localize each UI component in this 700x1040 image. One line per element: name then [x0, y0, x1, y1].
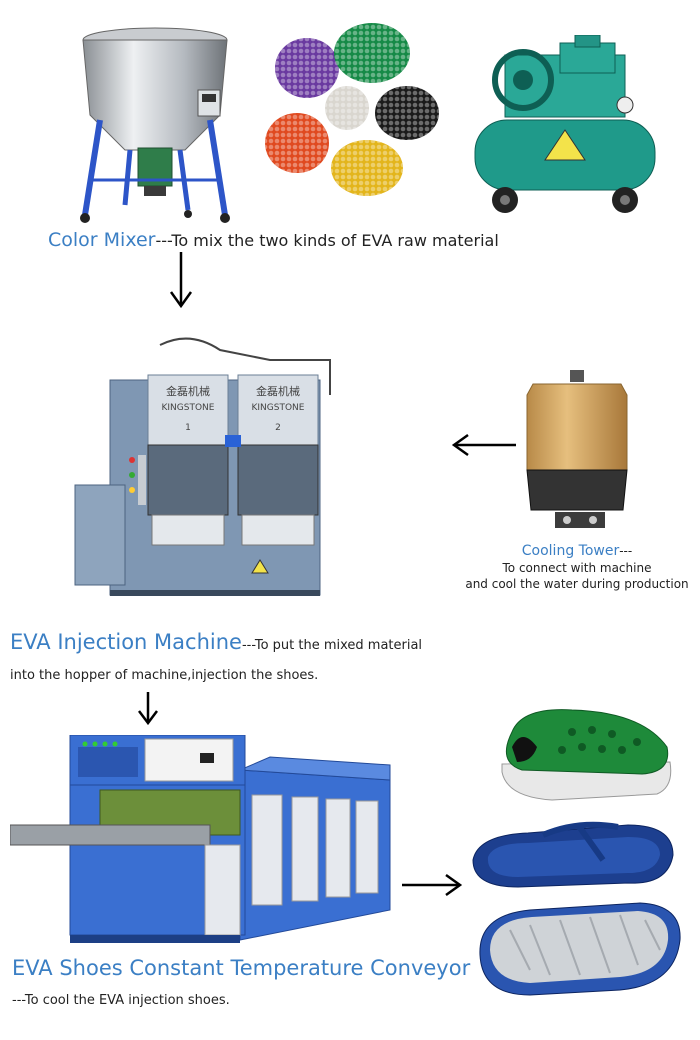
brand-cn-right: 金磊机械: [256, 384, 300, 398]
blue-flip-flop-image: [468, 815, 678, 895]
conveyor-label: EVA Shoes Constant Temperature Conveyor: [12, 956, 471, 980]
right-arrow-icon: [400, 872, 464, 902]
eva-shoe-sole-image: [470, 895, 685, 1005]
green-clog-image: [492, 702, 677, 807]
cooling-tower-dash: ---: [619, 544, 633, 558]
brand-en-right: KINGSTONE: [252, 403, 305, 413]
injection-machine-desc-line2: into the hopper of machine,injection the…: [10, 668, 319, 683]
unit-number-left: 1: [185, 423, 191, 433]
brand-cn-left: 金磊机械: [166, 384, 210, 398]
injection-machine-desc-line1: ---To put the mixed material: [241, 638, 423, 653]
cooling-tower-caption: Cooling Tower--- To connect with machine…: [462, 540, 692, 591]
constant-temperature-conveyor-image: [9, 734, 395, 950]
color-mixer-image: [70, 20, 240, 225]
down-arrow-icon: [168, 250, 194, 314]
cooling-tower-image: [515, 370, 640, 535]
cooling-tower-desc-line1: To connect with machine: [502, 561, 652, 575]
injection-machine-label: EVA Injection Machine: [10, 630, 242, 654]
air-compressor-image: [465, 34, 665, 215]
color-mixer-description: ---To mix the two kinds of EVA raw mater…: [155, 231, 499, 250]
conveyor-description: ---To cool the EVA injection shoes.: [12, 993, 230, 1008]
down-arrow-icon: [135, 690, 161, 730]
injection-machine-caption: EVA Injection Machine---To put the mixed…: [10, 630, 422, 654]
left-arrow-icon: [450, 432, 518, 462]
eva-injection-machine-image: 金磊机械 KINGSTONE 金磊机械 KINGSTONE 1 2: [70, 335, 340, 600]
cooling-tower-desc-line2: and cool the water during production: [465, 577, 689, 591]
color-mixer-label: Color Mixer: [48, 229, 156, 251]
brand-en-left: KINGSTONE: [162, 403, 215, 413]
eva-pellets-image: [262, 18, 442, 203]
cooling-tower-label: Cooling Tower: [521, 543, 620, 559]
color-mixer-caption: Color Mixer---To mix the two kinds of EV…: [48, 229, 499, 251]
unit-number-right: 2: [275, 423, 281, 433]
